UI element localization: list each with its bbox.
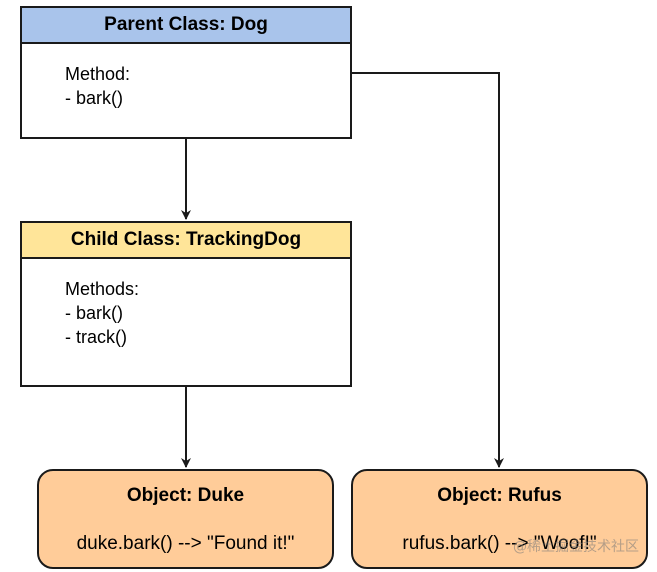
child-methods-label: Methods: <box>65 279 140 299</box>
child-method-item: - bark() <box>65 303 123 323</box>
parent-class-title: Parent Class: Dog <box>22 8 350 44</box>
object-duke-box: Object: Duke duke.bark() --> "Found it!" <box>37 469 334 569</box>
object-rufus-call: rufus.bark() --> "Woof!" <box>402 533 597 554</box>
parent-class-box: Parent Class: Dog Method: - bark() <box>20 6 352 139</box>
arrow-parent-to-rufus <box>352 72 504 468</box>
child-class-box: Child Class: TrackingDog Methods: - bark… <box>20 221 352 387</box>
object-rufus-box: Object: Rufus rufus.bark() --> "Woof!" <box>351 469 648 569</box>
child-class-body: Methods: - bark() - track() <box>22 259 350 349</box>
object-duke-call: duke.bark() --> "Found it!" <box>76 533 295 554</box>
watermark-text: @稀土掘金技术社区 <box>513 539 639 555</box>
object-rufus-title: Object: Rufus <box>437 485 562 506</box>
child-class-title: Child Class: TrackingDog <box>22 223 350 259</box>
parent-method-item: - bark() <box>65 88 123 108</box>
parent-class-body: Method: - bark() <box>22 44 350 110</box>
parent-methods-label: Method: <box>65 64 131 84</box>
object-duke-title: Object: Duke <box>126 485 245 506</box>
child-method-item: - track() <box>65 327 127 347</box>
